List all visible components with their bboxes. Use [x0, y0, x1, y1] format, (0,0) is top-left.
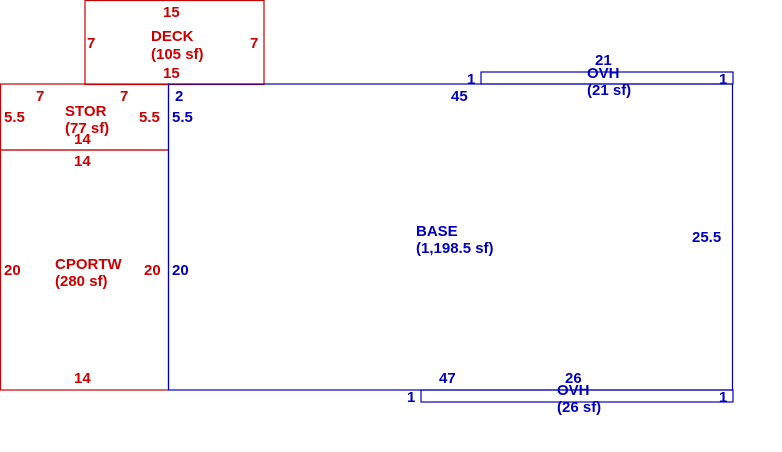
dim-base-left-lower: 20 — [172, 262, 189, 279]
dim-base-right: 25.5 — [692, 229, 721, 246]
ovh-top-area: (21 sf) — [587, 82, 631, 99]
dim-base-bottom: 47 — [439, 370, 456, 387]
deck-name: DECK — [151, 28, 194, 45]
dim-stor-left: 5.5 — [4, 109, 25, 126]
dim-ovh-top-left: 1 — [467, 71, 475, 88]
dim-deck-top: 15 — [163, 4, 180, 21]
dim-cport-bottom: 14 — [74, 370, 91, 387]
dim-ovh-bottom-left: 1 — [407, 389, 415, 406]
base-name: BASE — [416, 223, 458, 240]
dim-base-top: 45 — [451, 88, 468, 105]
dim-deck-bottom: 15 — [163, 65, 180, 82]
stor-area: (77 sf) — [65, 120, 109, 137]
dim-ovh-bottom-right: 1 — [719, 389, 727, 406]
deck-area: (105 sf) — [151, 46, 204, 63]
dim-cport-right: 20 — [144, 262, 161, 279]
addition-outlines — [0, 0, 265, 391]
ovh-bottom-name: OVH — [557, 382, 590, 399]
dim-stor-top-left: 7 — [36, 88, 44, 105]
dim-base-top-left: 2 — [175, 88, 183, 105]
ovh-top-name: OVH — [587, 65, 620, 82]
dim-ovh-bottom-len: 26 — [565, 370, 582, 387]
base-area: (1,198.5 sf) — [416, 240, 494, 257]
dim-stor-right: 5.5 — [139, 109, 160, 126]
ovh-bottom-area: (26 sf) — [557, 399, 601, 416]
dim-stor-top-right: 7 — [120, 88, 128, 105]
cportw-area: (280 sf) — [55, 273, 108, 290]
dim-cport-top: 14 — [74, 153, 91, 170]
dim-ovh-top-len: 21 — [595, 52, 612, 69]
ovh-bottom-outline — [420, 389, 734, 403]
dim-stor-bottom: 14 — [74, 131, 91, 148]
base-outlines — [167, 71, 734, 403]
cportw-name: CPORTW — [55, 256, 123, 273]
stor-name: STOR — [65, 103, 107, 120]
dim-ovh-top-right: 1 — [719, 71, 727, 88]
dim-deck-right: 7 — [250, 35, 258, 52]
ovh-top-outline — [480, 71, 734, 85]
dim-deck-left: 7 — [87, 35, 95, 52]
dim-base-left-upper: 5.5 — [172, 109, 193, 126]
dim-cport-left: 20 — [4, 262, 21, 279]
